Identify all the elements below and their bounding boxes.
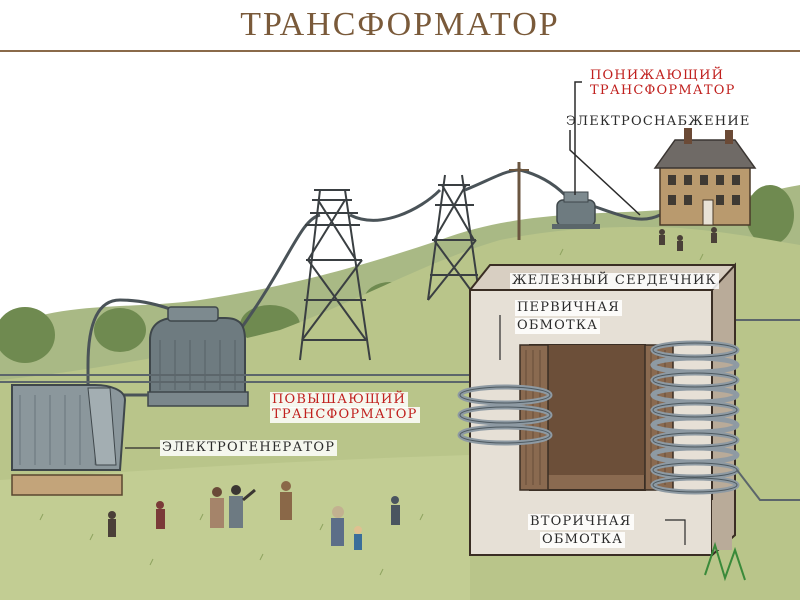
- step-down-leader-line: [574, 81, 582, 195]
- diagram-title: ТРАНСФОРМАТОР: [240, 6, 560, 43]
- step-down-transformer: [552, 191, 600, 229]
- primary-coil-outline: [459, 386, 551, 444]
- secondary-winding-label-line2: ОБМОТКА: [540, 532, 626, 548]
- secondary-winding-label-line1: ВТОРИЧНАЯ: [528, 514, 634, 530]
- primary-winding-label-line1: ПЕРВИЧНАЯ: [515, 300, 622, 316]
- wooden-pole: [509, 162, 529, 240]
- secondary-output-lead: [736, 469, 800, 501]
- power-supply-label: ЭЛЕКТРОСНАБЖЕНИЕ: [566, 114, 751, 129]
- generator-label: ЭЛЕКТРОГЕНЕРАТОР: [160, 440, 338, 456]
- transformer-scene: [0, 81, 800, 600]
- iron-core: [469, 262, 746, 582]
- power-supply-leader-line: [569, 130, 641, 216]
- step-down-label-line1: ПОНИЖАЮЩИЙ: [590, 68, 725, 83]
- title-divider: [0, 50, 800, 52]
- step-up-label-line1: ПОВЫШАЮЩИЙ: [270, 392, 409, 408]
- step-up-transformer: [147, 306, 249, 407]
- house: [653, 128, 757, 226]
- pylon-right: [427, 174, 481, 301]
- step-up-label-line2: ТРАНСФОРМАТОР: [270, 407, 420, 423]
- pylon-left: [299, 189, 371, 361]
- secondary-leader-line: [665, 519, 686, 545]
- hill-people: [659, 227, 717, 251]
- primary-winding-label-line2: ОБМОТКА: [515, 318, 601, 334]
- step-down-label-line2: ТРАНСФОРМАТОР: [590, 83, 736, 98]
- iron-core-label: ЖЕЛЕЗНЫЙ СЕРДЕЧНИК: [510, 273, 719, 289]
- electric-generator: [11, 384, 127, 496]
- crowd-figures: [108, 481, 400, 550]
